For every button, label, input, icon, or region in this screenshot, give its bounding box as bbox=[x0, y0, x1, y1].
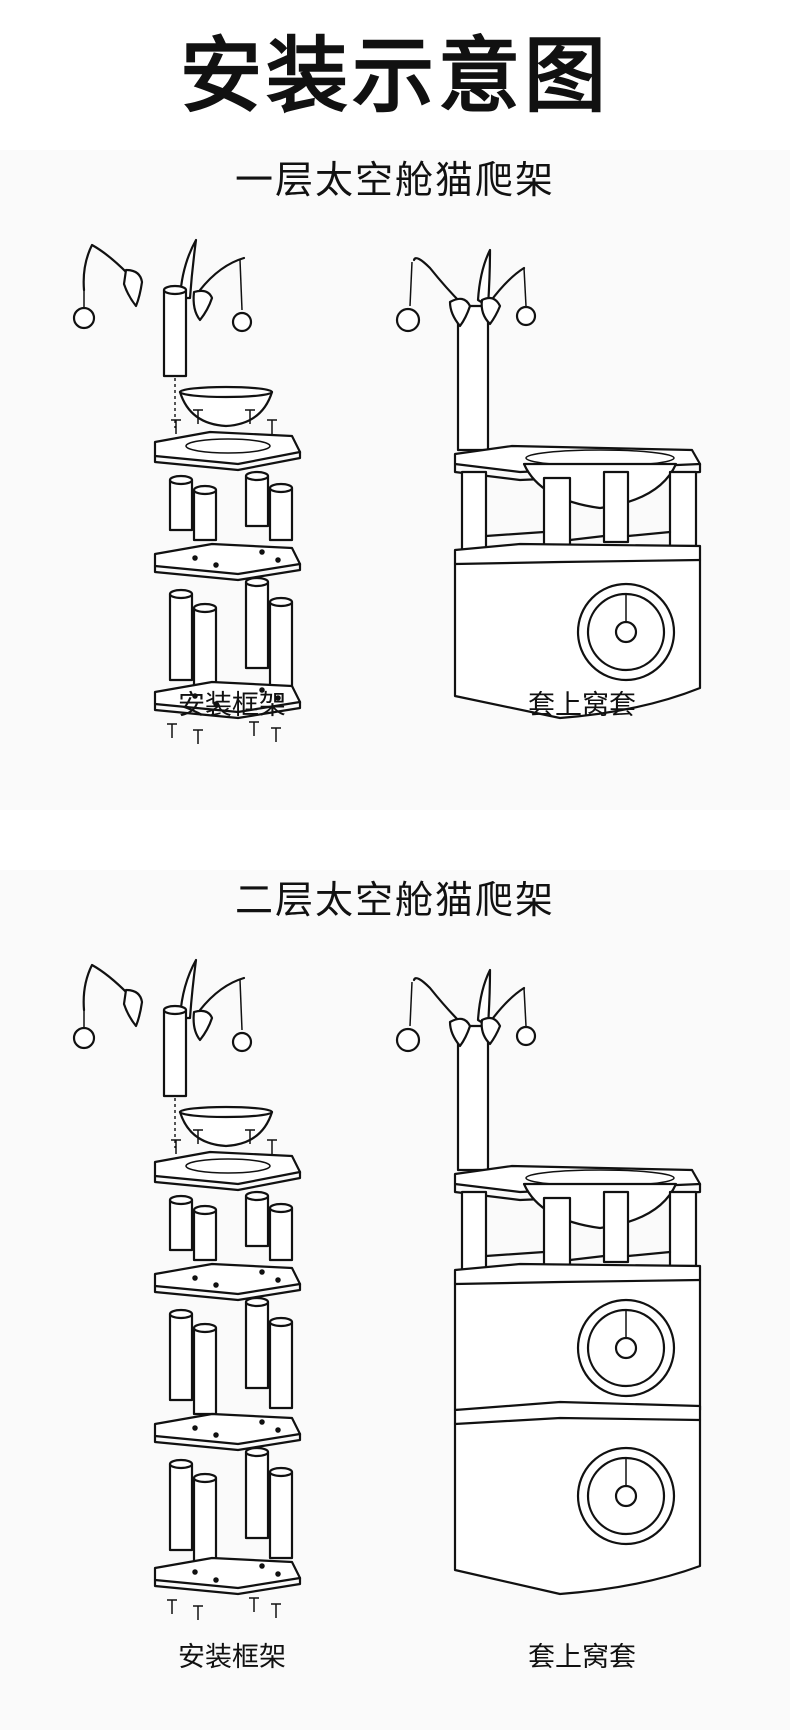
posts-row-icon bbox=[168, 1446, 294, 1566]
screws-icon bbox=[171, 409, 277, 434]
section-title: 一层太空舱猫爬架 bbox=[234, 158, 555, 202]
bowl-icon bbox=[178, 1105, 274, 1148]
top-post-icon bbox=[162, 284, 188, 378]
assembled-one-tier-illustration bbox=[395, 248, 702, 720]
feather-spike-icon bbox=[178, 958, 198, 1020]
top-post-icon bbox=[162, 1004, 188, 1098]
feather-toy-icon bbox=[192, 976, 253, 1053]
frame-exploded-diagram bbox=[72, 238, 302, 744]
one-tier-illustration bbox=[72, 238, 702, 744]
posts-row-icon bbox=[168, 1190, 294, 1262]
section-title: 二层太空舱猫爬架 bbox=[234, 878, 555, 922]
middle-board-icon bbox=[153, 1412, 302, 1452]
feather-toy-icon bbox=[192, 256, 253, 333]
feather-spike-icon bbox=[178, 238, 198, 300]
screws-icon bbox=[167, 1597, 281, 1620]
posts-row-icon bbox=[168, 576, 294, 696]
top-board-icon bbox=[153, 430, 302, 472]
caption-install-frame: 安装框架 bbox=[178, 690, 286, 721]
screws-icon bbox=[171, 1129, 277, 1154]
two-tier-illustration bbox=[72, 958, 702, 1620]
base-board-icon bbox=[153, 1556, 302, 1596]
frame-exploded-diagram bbox=[72, 958, 302, 1620]
caption-install-frame: 安装框架 bbox=[178, 1642, 286, 1673]
section-two-tier: 二层太空舱猫爬架 bbox=[0, 870, 790, 1730]
posts-row-icon bbox=[168, 470, 294, 542]
middle-board-icon bbox=[153, 1262, 302, 1302]
feather-toy-icon bbox=[72, 243, 144, 330]
section-one-tier: 一层太空舱猫爬架 bbox=[0, 150, 790, 810]
middle-board-icon bbox=[153, 542, 302, 582]
assembled-two-tier-illustration bbox=[395, 968, 702, 1596]
feather-toy-icon bbox=[72, 963, 144, 1050]
posts-row-icon bbox=[168, 1296, 294, 1416]
top-board-icon bbox=[153, 1150, 302, 1192]
caption-put-on-cover: 套上窝套 bbox=[528, 690, 636, 721]
screws-icon bbox=[167, 721, 281, 744]
page-title: 安装示意图 bbox=[179, 29, 610, 124]
base-board-icon bbox=[153, 680, 302, 720]
caption-put-on-cover: 套上窝套 bbox=[528, 1642, 636, 1673]
bowl-icon bbox=[178, 385, 274, 428]
